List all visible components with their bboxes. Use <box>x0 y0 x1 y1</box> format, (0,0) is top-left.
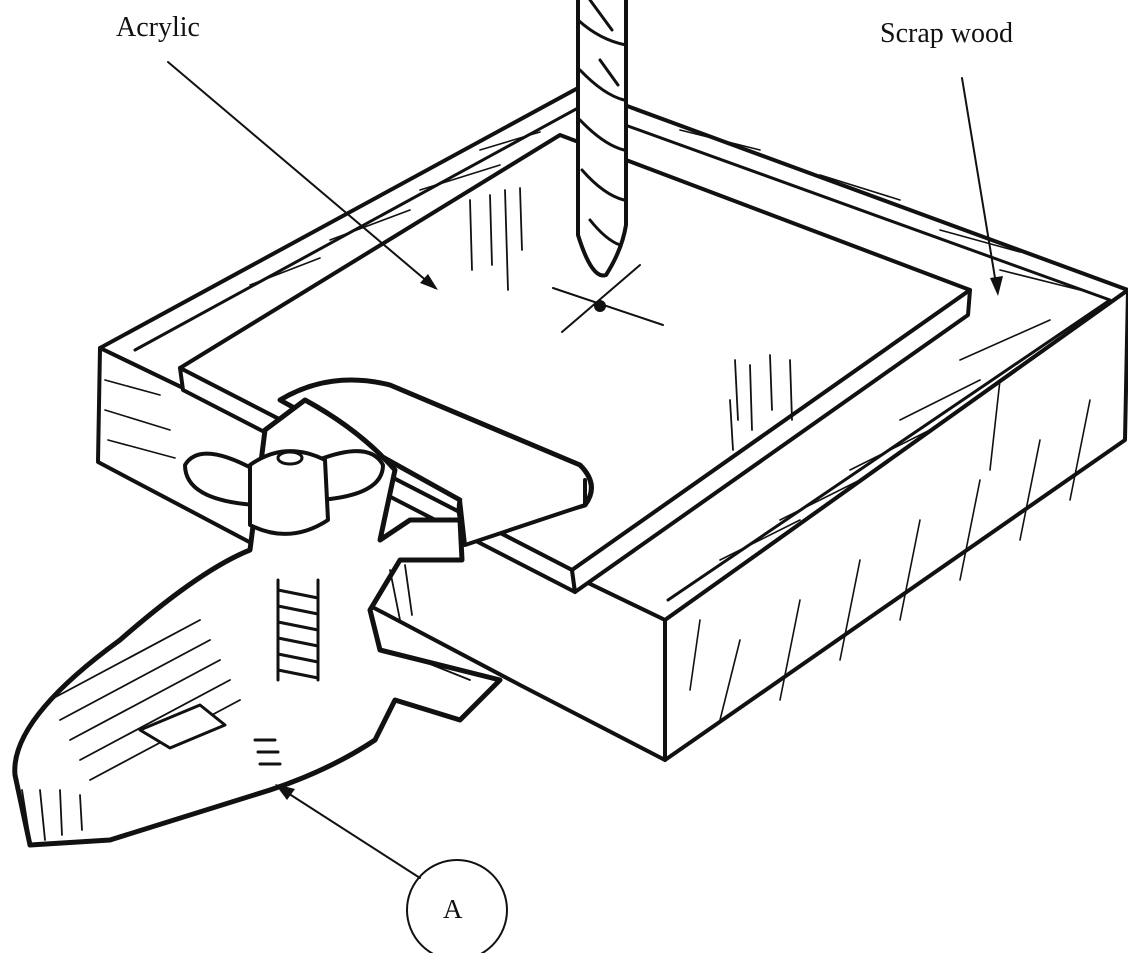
wood-side-grain <box>104 379 1091 721</box>
clamp-screw <box>253 578 320 766</box>
wing-nut <box>183 449 385 536</box>
drill-mark <box>552 264 664 333</box>
leader-scrap-arrow <box>990 276 1003 296</box>
wood-grain <box>249 129 1081 561</box>
leader-a-arrow <box>275 784 295 800</box>
leader-acrylic-arrow <box>420 274 438 290</box>
clamp-frame-shading <box>21 564 471 841</box>
drill-bit <box>576 0 628 278</box>
acrylic-edge-right <box>570 288 972 594</box>
wing-nut-hub <box>248 449 330 536</box>
leader-a <box>279 787 421 879</box>
leader-scrap-wood <box>961 77 998 291</box>
leader-lines <box>167 61 1003 953</box>
clamp-jaw-slot <box>138 703 227 750</box>
acrylic-reflections <box>469 187 793 451</box>
wood-right-face <box>663 288 1128 762</box>
label-acrylic: Acrylic <box>116 12 200 43</box>
clamp-frame <box>12 397 503 848</box>
label-scrap-wood: Scrap wood <box>880 18 1013 49</box>
leader-acrylic <box>167 61 436 289</box>
g-clamp <box>12 377 594 848</box>
callout-a-circle <box>406 859 508 953</box>
callout-a-label: A <box>443 894 463 924</box>
wing-nut-right-wing <box>316 449 385 502</box>
drill-bit-flutes <box>576 0 628 247</box>
wing-nut-left-wing <box>183 451 257 507</box>
